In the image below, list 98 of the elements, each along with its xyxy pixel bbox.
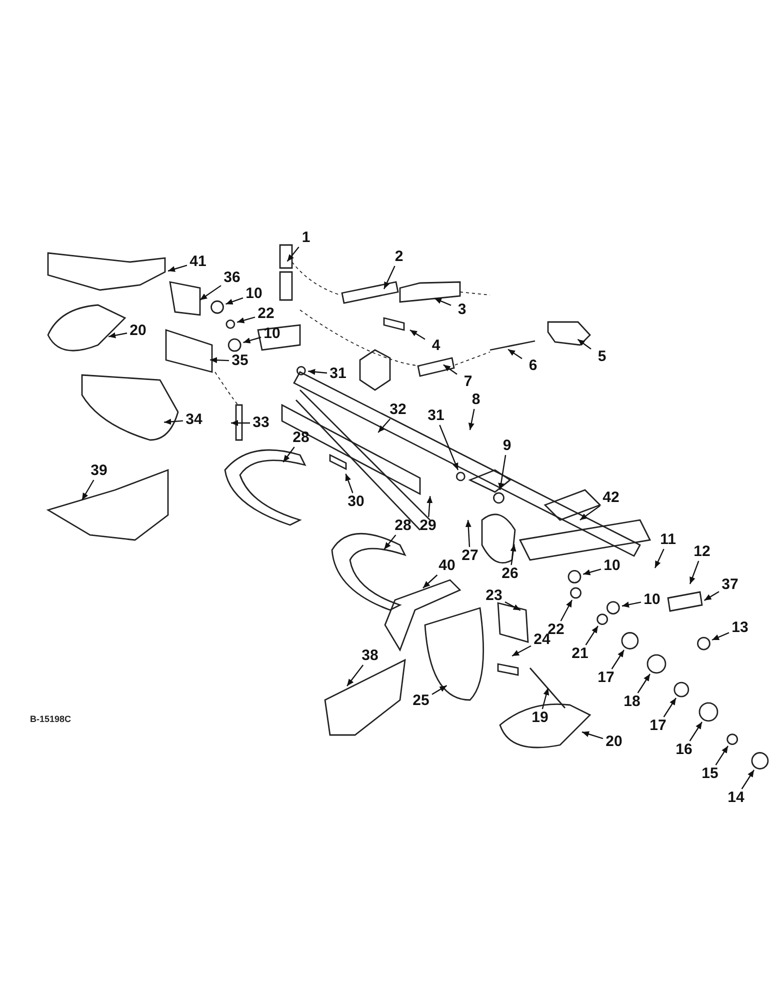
- leader-line: [508, 348, 522, 360]
- leader-line: [308, 368, 328, 375]
- leader-line: [663, 698, 676, 718]
- callout-number: 40: [436, 557, 458, 575]
- leader-line: [164, 418, 184, 425]
- callout-number: 35: [229, 352, 251, 370]
- leader-line: [510, 544, 516, 566]
- callout-number: 25: [410, 692, 432, 710]
- leader-line: [504, 601, 521, 611]
- callout-number: 29: [417, 517, 439, 535]
- callout-number: 13: [729, 619, 751, 637]
- callout-number: 31: [327, 365, 349, 383]
- callout-number: 10: [601, 557, 623, 575]
- leader-line: [434, 298, 452, 306]
- callout-number: 4: [425, 337, 447, 355]
- leader-line: [622, 602, 642, 608]
- leader-line: [237, 316, 256, 324]
- leader-line: [282, 446, 295, 462]
- callout-number: 1: [295, 229, 317, 247]
- leader-line: [422, 574, 438, 588]
- leader-line: [231, 420, 250, 426]
- callout-number: 15: [699, 765, 721, 783]
- leader-line: [560, 600, 573, 622]
- leader-line: [81, 480, 94, 500]
- callout-number: 10: [243, 285, 265, 303]
- leader-line: [345, 474, 354, 494]
- leader-line: [689, 560, 700, 584]
- callout-number: 37: [719, 576, 741, 594]
- callout-number: 39: [88, 462, 110, 480]
- callout-number: 3: [451, 301, 473, 319]
- leader-line: [226, 297, 244, 305]
- callout-number: 17: [647, 717, 669, 735]
- leader-line: [443, 364, 458, 375]
- callout-number: 28: [290, 429, 312, 447]
- callout-number: 20: [603, 733, 625, 751]
- leader-line: [378, 418, 390, 433]
- callout-number: 19: [529, 709, 551, 727]
- callout-number: 5: [591, 348, 613, 366]
- leader-line: [384, 534, 396, 550]
- leader-line: [168, 264, 188, 272]
- leader-line: [200, 285, 222, 300]
- callout-number: 16: [673, 741, 695, 759]
- leader-line: [715, 746, 728, 766]
- callout-number: 9: [496, 437, 518, 455]
- leader-line: [582, 731, 604, 740]
- callout-number: 6: [522, 357, 544, 375]
- leader-line: [432, 685, 448, 695]
- callout-number: 41: [187, 253, 209, 271]
- callout-number: 34: [183, 411, 205, 429]
- callout-number: 22: [255, 305, 277, 323]
- leader-line: [439, 424, 459, 470]
- callout-number: 12: [691, 543, 713, 561]
- callout-number: 36: [221, 269, 243, 287]
- leader-line: [512, 645, 532, 657]
- callout-number: 30: [345, 493, 367, 511]
- leader-line: [286, 246, 300, 262]
- callout-number: 18: [621, 693, 643, 711]
- leader-line: [654, 548, 664, 568]
- leader-line: [426, 496, 433, 518]
- callout-number: 23: [483, 587, 505, 605]
- leader-line: [243, 336, 262, 344]
- callout-number: 33: [250, 414, 272, 432]
- callout-number: 2: [388, 248, 410, 266]
- leader-line: [410, 329, 426, 340]
- leader-line: [210, 357, 230, 364]
- callout-number: 31: [425, 407, 447, 425]
- leader-line: [108, 332, 128, 338]
- leader-line: [577, 338, 592, 350]
- leader-line: [585, 626, 598, 646]
- callout-number: 10: [641, 591, 663, 609]
- callout-number: 26: [499, 565, 521, 583]
- callout-number: 20: [127, 322, 149, 340]
- leader-line: [583, 568, 602, 576]
- leader-line: [637, 674, 650, 694]
- leader-line: [704, 591, 720, 601]
- callout-number: 42: [600, 489, 622, 507]
- leader-line: [580, 505, 600, 520]
- callout-number: 8: [465, 391, 487, 409]
- leader-line: [498, 454, 506, 490]
- callout-number: 11: [657, 531, 679, 549]
- callout-number: 27: [459, 547, 481, 565]
- callout-number: 32: [387, 401, 409, 419]
- leader-line: [611, 650, 624, 670]
- leader-line: [741, 770, 754, 790]
- leader-line: [346, 664, 364, 686]
- leader-line: [383, 266, 396, 290]
- callout-number: 7: [457, 373, 479, 391]
- leader-line: [689, 722, 702, 742]
- leader-line: [712, 632, 730, 641]
- leader-line: [468, 408, 475, 430]
- leader-line: [465, 520, 472, 548]
- drawing-number: B-15198C: [30, 714, 72, 724]
- callout-number: 28: [392, 517, 414, 535]
- callout-number: 21: [569, 645, 591, 663]
- leader-line: [542, 688, 550, 710]
- callout-number: 38: [359, 647, 381, 665]
- callout-number: 17: [595, 669, 617, 687]
- callout-number: 14: [725, 789, 747, 807]
